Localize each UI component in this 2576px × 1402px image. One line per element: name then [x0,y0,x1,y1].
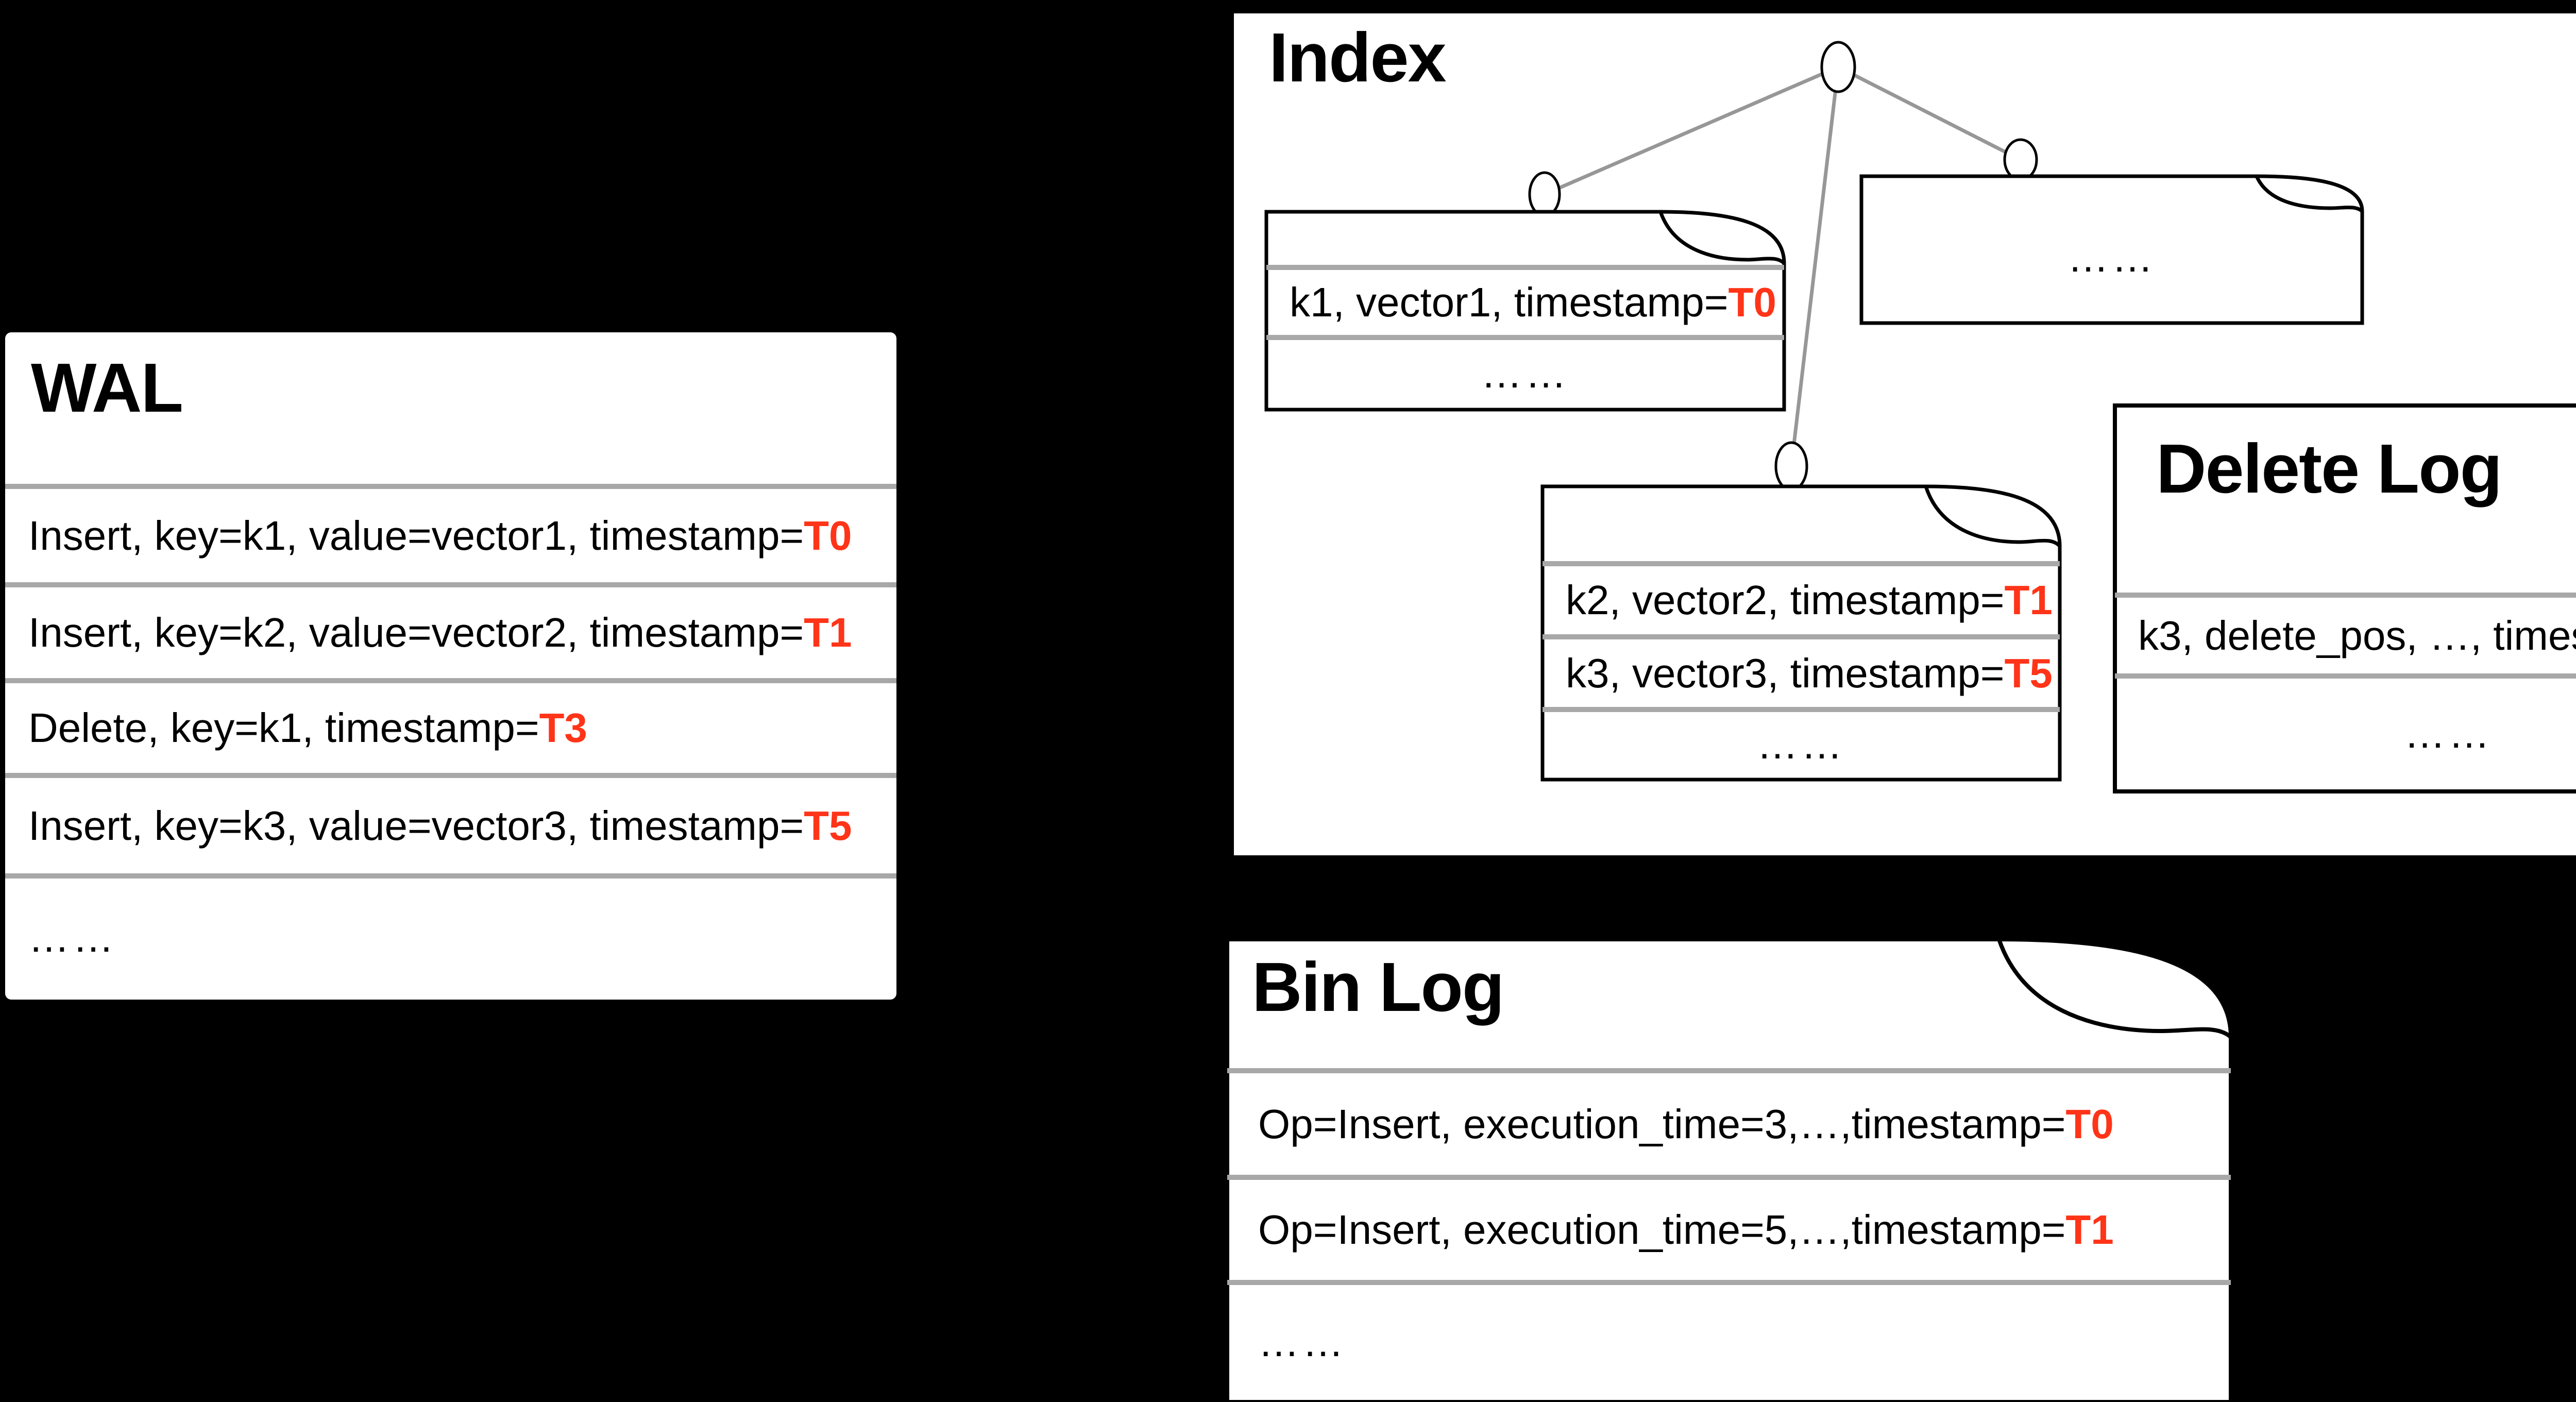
delete-log-row-text: k3, delete_pos, …, timestamp= [2138,612,2576,658]
page-curl-shape [2113,403,2576,793]
bin-log-row-more: …… [1227,1282,2262,1402]
divider [5,773,896,778]
divider [2115,673,2576,679]
divider [5,678,896,683]
index-leaf-k2k3-page: k2, vector2, timestamp=T1 k3, vector3, t… [1540,484,2062,782]
divider [5,873,896,879]
wal-row-more: …… [5,876,920,1000]
index-leaf-more-page: …… [1859,174,2364,325]
bin-log-row-text: Op=Insert, execution_time=3,…,timestamp= [1258,1101,2066,1147]
leaf-row: k1, vector1, timestamp=T0 [1266,267,1807,337]
timestamp-value: T1 [2004,577,2053,623]
timestamp-value: T1 [2065,1207,2114,1253]
divider [1543,707,2060,712]
wal-row: Delete, key=k1, timestamp=T3 [5,681,920,775]
ellipsis-text: …… [28,915,117,960]
delete-log-title: Delete Log [2156,430,2502,508]
ellipsis-text: …… [1481,350,1570,396]
divider [1543,634,2060,639]
wal-row: Insert, key=k2, value=vector2, timestamp… [5,585,920,681]
timestamp-value: T5 [804,802,852,849]
wal-row-text: Insert, key=k3, value=vector3, timestamp… [28,802,804,849]
timestamp-value: T0 [804,512,852,559]
wal-row: Insert, key=k3, value=vector3, timestamp… [5,775,920,876]
ellipsis-text: …… [2404,711,2493,756]
delete-log-row-more: …… [2115,676,2576,791]
page-curl-shape [1859,174,2364,325]
leaf-row-more: …… [1543,710,2060,780]
leaf-row: k3, vector3, timestamp=T5 [1543,637,2083,710]
delete-log-box: Delete Log k3, delete_pos, …, timestamp=… [2113,403,2576,793]
ellipsis-text: …… [2067,234,2156,280]
wal-row-text: Insert, key=k2, value=vector2, timestamp… [28,610,804,655]
bin-log-title: Bin Log [1252,948,1504,1026]
divider [1266,335,1784,340]
wal-row: Insert, key=k1, value=vector1, timestamp… [5,486,920,585]
timestamp-value: T0 [1728,279,1776,325]
leaf-row-text: k3, vector3, timestamp= [1566,650,2005,696]
leaf-row-more: …… [1861,192,2362,323]
divider [1227,1280,2231,1285]
bin-log-row-text: Op=Insert, execution_time=5,…,timestamp= [1258,1207,2066,1253]
divider [1543,561,2060,566]
timestamp-value: T1 [804,610,852,655]
leaf-row-text: k2, vector2, timestamp= [1566,577,2005,623]
leaf-row-text: k1, vector1, timestamp= [1290,279,1728,325]
divider [1227,1175,2231,1180]
wal-row-text: Delete, key=k1, timestamp= [28,705,539,751]
divider [5,484,896,489]
bin-log-row: Op=Insert, execution_time=3,…,timestamp=… [1227,1071,2262,1177]
timestamp-value: T5 [2004,650,2053,696]
wal-row-text: Insert, key=k1, value=vector1, timestamp… [28,512,804,559]
bin-log-row: Op=Insert, execution_time=5,…,timestamp=… [1227,1177,2262,1282]
timestamp-value: T0 [2065,1101,2114,1147]
leaf-row-more: …… [1266,337,1784,410]
wal-title: WAL [31,349,183,427]
page-curl-shape [1264,210,1786,412]
ellipsis-text: …… [1258,1319,1347,1365]
divider [5,582,896,587]
leaf-row: k2, vector2, timestamp=T1 [1543,564,2083,637]
timestamp-value: T3 [539,705,587,751]
page-curl-shape [1225,937,2233,1402]
bin-log-box: Bin Log Op=Insert, execution_time=3,…,ti… [1225,937,2233,1402]
ellipsis-text: …… [1757,721,1845,767]
delete-log-row: k3, delete_pos, …, timestamp=T3 [2115,595,2576,676]
page-curl-shape [1540,484,2062,782]
wal-box: WAL Insert, key=k1, value=vector1, times… [5,332,896,1000]
index-leaf-k1-page: k1, vector1, timestamp=T0 …… [1264,210,1786,412]
index-title: Index [1269,19,1447,96]
divider [1266,265,1784,270]
divider [1227,1068,2231,1073]
divider [2115,593,2576,598]
